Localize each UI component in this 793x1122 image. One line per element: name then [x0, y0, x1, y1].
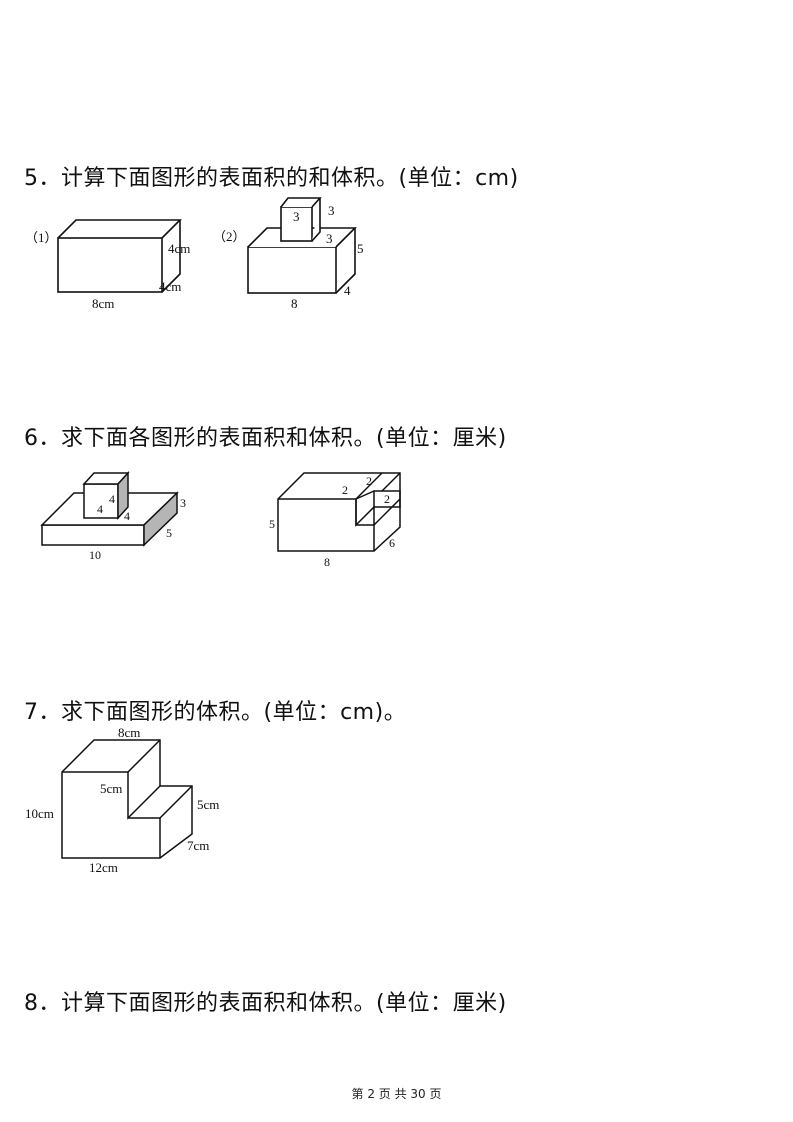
- page-footer: 第 2 页 共 30 页: [351, 1087, 442, 1101]
- notch-top-right-edge: [381, 472, 401, 492]
- box-side-face: [161, 220, 181, 293]
- step-upper-diagonal: [127, 739, 161, 773]
- q7-right-height: 5cm: [197, 797, 219, 812]
- q6-fig2-length: 8: [324, 555, 330, 569]
- q5-figure-1: （1） 4cm 4cm 8cm: [25, 219, 190, 311]
- q6-fig1-cube-height: 4: [109, 492, 115, 506]
- question-6-title: 6．求下面各图形的表面积和体积。(单位：厘米): [24, 426, 507, 451]
- notch-front-edges: [355, 499, 375, 551]
- q6-fig1-cube-depth: 4: [124, 509, 130, 523]
- q7-depth: 7cm: [187, 838, 209, 853]
- question-8-title: 8．计算下面图形的表面积和体积。(单位：厘米): [24, 991, 507, 1016]
- q6-fig1-slab-length: 10: [89, 548, 101, 562]
- q6-figure-2: 2 2 2 5 6 8: [269, 472, 401, 569]
- step-riser: [127, 772, 161, 820]
- cube-side-face: [311, 198, 321, 242]
- question-7-title: 7．求下面图形的体积。(单位：cm)。: [24, 700, 407, 725]
- base-side-face: [335, 228, 356, 294]
- q6-fig2-hole-a: 2: [342, 483, 348, 497]
- step-block-outline: [61, 739, 193, 859]
- notch-inner-back: [373, 490, 401, 508]
- q7-top: 8cm: [118, 725, 140, 740]
- q7-bottom: 12cm: [89, 860, 118, 875]
- q5-fig2-tag: （2）: [213, 229, 246, 244]
- cube-top-face: [280, 197, 322, 208]
- box-front-face: [57, 237, 163, 293]
- q5-fig1-length: 8cm: [92, 296, 114, 311]
- cube-side-face: [117, 471, 129, 520]
- step-lower-front: [128, 817, 161, 858]
- q6-fig2-height: 5: [269, 517, 275, 531]
- q6-fig2-hole-b: 2: [366, 474, 372, 488]
- q5-fig2-cube-depth: 3: [326, 231, 333, 246]
- q6-fig1-cube-width: 4: [97, 502, 103, 516]
- q6-figure-1: 4 4 4 3 5 10: [40, 471, 186, 562]
- q5-fig1-depth: 4cm: [159, 279, 181, 294]
- q5-fig2-base-height: 5: [357, 241, 364, 256]
- box-top-face: [57, 219, 182, 239]
- q5-fig1-height: 4cm: [168, 241, 190, 256]
- q5-fig2-cube-front: 3: [293, 209, 300, 224]
- base-front-face: [247, 246, 337, 294]
- q7-figure: 8cm 5cm 5cm 10cm 7cm 12cm: [25, 725, 219, 875]
- notch-inner-left: [355, 499, 375, 527]
- slab-side-face: [143, 491, 178, 547]
- slab-front-face: [41, 524, 145, 546]
- q6-fig2-hole-c: 2: [384, 492, 390, 506]
- block-outline: [277, 472, 401, 552]
- step-lower-diagonal: [159, 785, 193, 819]
- q7-step: 5cm: [100, 781, 122, 796]
- notch-inner-top: [355, 490, 375, 500]
- q6-fig1-slab-height: 3: [180, 496, 186, 510]
- q5-fig2-base-depth: 4: [344, 283, 351, 298]
- notch-top-left-edge: [355, 472, 383, 500]
- q5-fig2-cube-side: 3: [328, 203, 335, 218]
- q6-fig2-depth: 6: [389, 536, 395, 550]
- notch-bottom-edge: [373, 498, 401, 526]
- q5-fig1-tag: （1）: [25, 230, 58, 245]
- q5-fig2-base-length: 8: [291, 296, 298, 311]
- question-5-title: 5．计算下面图形的表面积的和体积。(单位：cm): [24, 166, 519, 191]
- q5-figure-2: （2） 3 3 3 5 4 8: [213, 197, 364, 311]
- q6-fig1-slab-depth: 5: [166, 526, 172, 540]
- q7-left-height: 10cm: [25, 806, 54, 821]
